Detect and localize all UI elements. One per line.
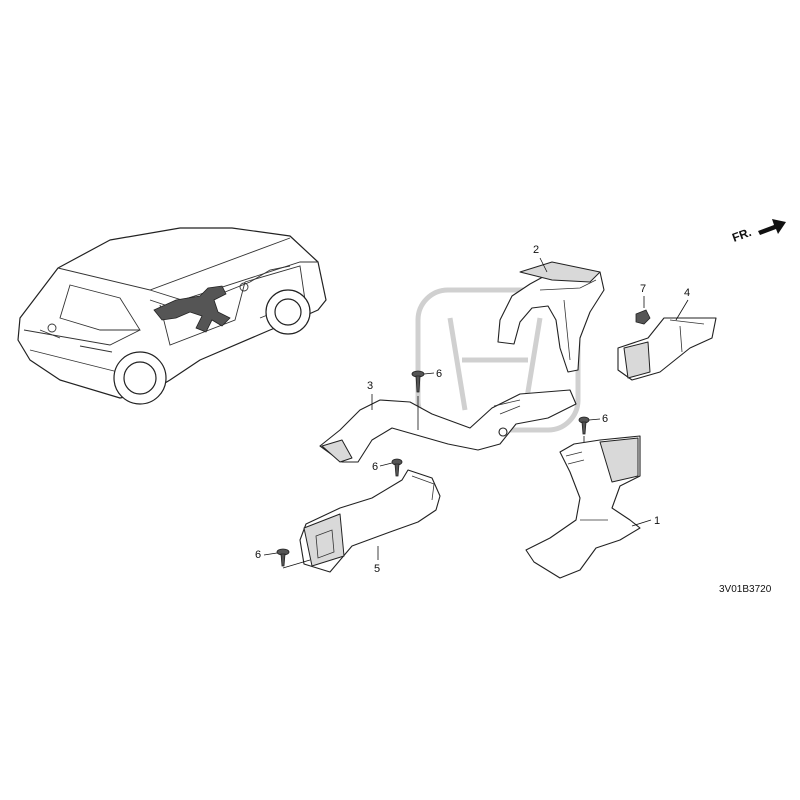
part-7-clip <box>635 309 651 325</box>
callout-1: 1 <box>654 515 660 527</box>
duct-location-highlight-icon <box>153 285 231 333</box>
drawing-code: 3V01B3720 <box>719 584 772 595</box>
part-4-duct <box>617 317 717 381</box>
callout-3: 3 <box>367 380 373 392</box>
callout-5: 5 <box>374 563 380 575</box>
callout-2: 2 <box>533 244 539 256</box>
part-1-duct <box>525 435 641 579</box>
front-arrow-icon: FR. <box>730 219 786 245</box>
callout-6d: 6 <box>255 549 261 561</box>
callout-6a: 6 <box>436 368 442 380</box>
callout-7: 7 <box>640 283 646 295</box>
part-5-duct <box>299 469 441 573</box>
part-6-clip-a <box>411 370 425 393</box>
part-6-clip-b <box>578 416 590 435</box>
front-label: FR. <box>730 225 753 245</box>
part-2-duct <box>497 261 605 373</box>
part-6-clip-d <box>276 548 290 567</box>
callout-6b: 6 <box>602 413 608 425</box>
part-3-duct <box>319 389 577 463</box>
part-6-clip-c <box>391 458 403 477</box>
callout-4: 4 <box>684 287 690 299</box>
callout-6c: 6 <box>372 461 378 473</box>
